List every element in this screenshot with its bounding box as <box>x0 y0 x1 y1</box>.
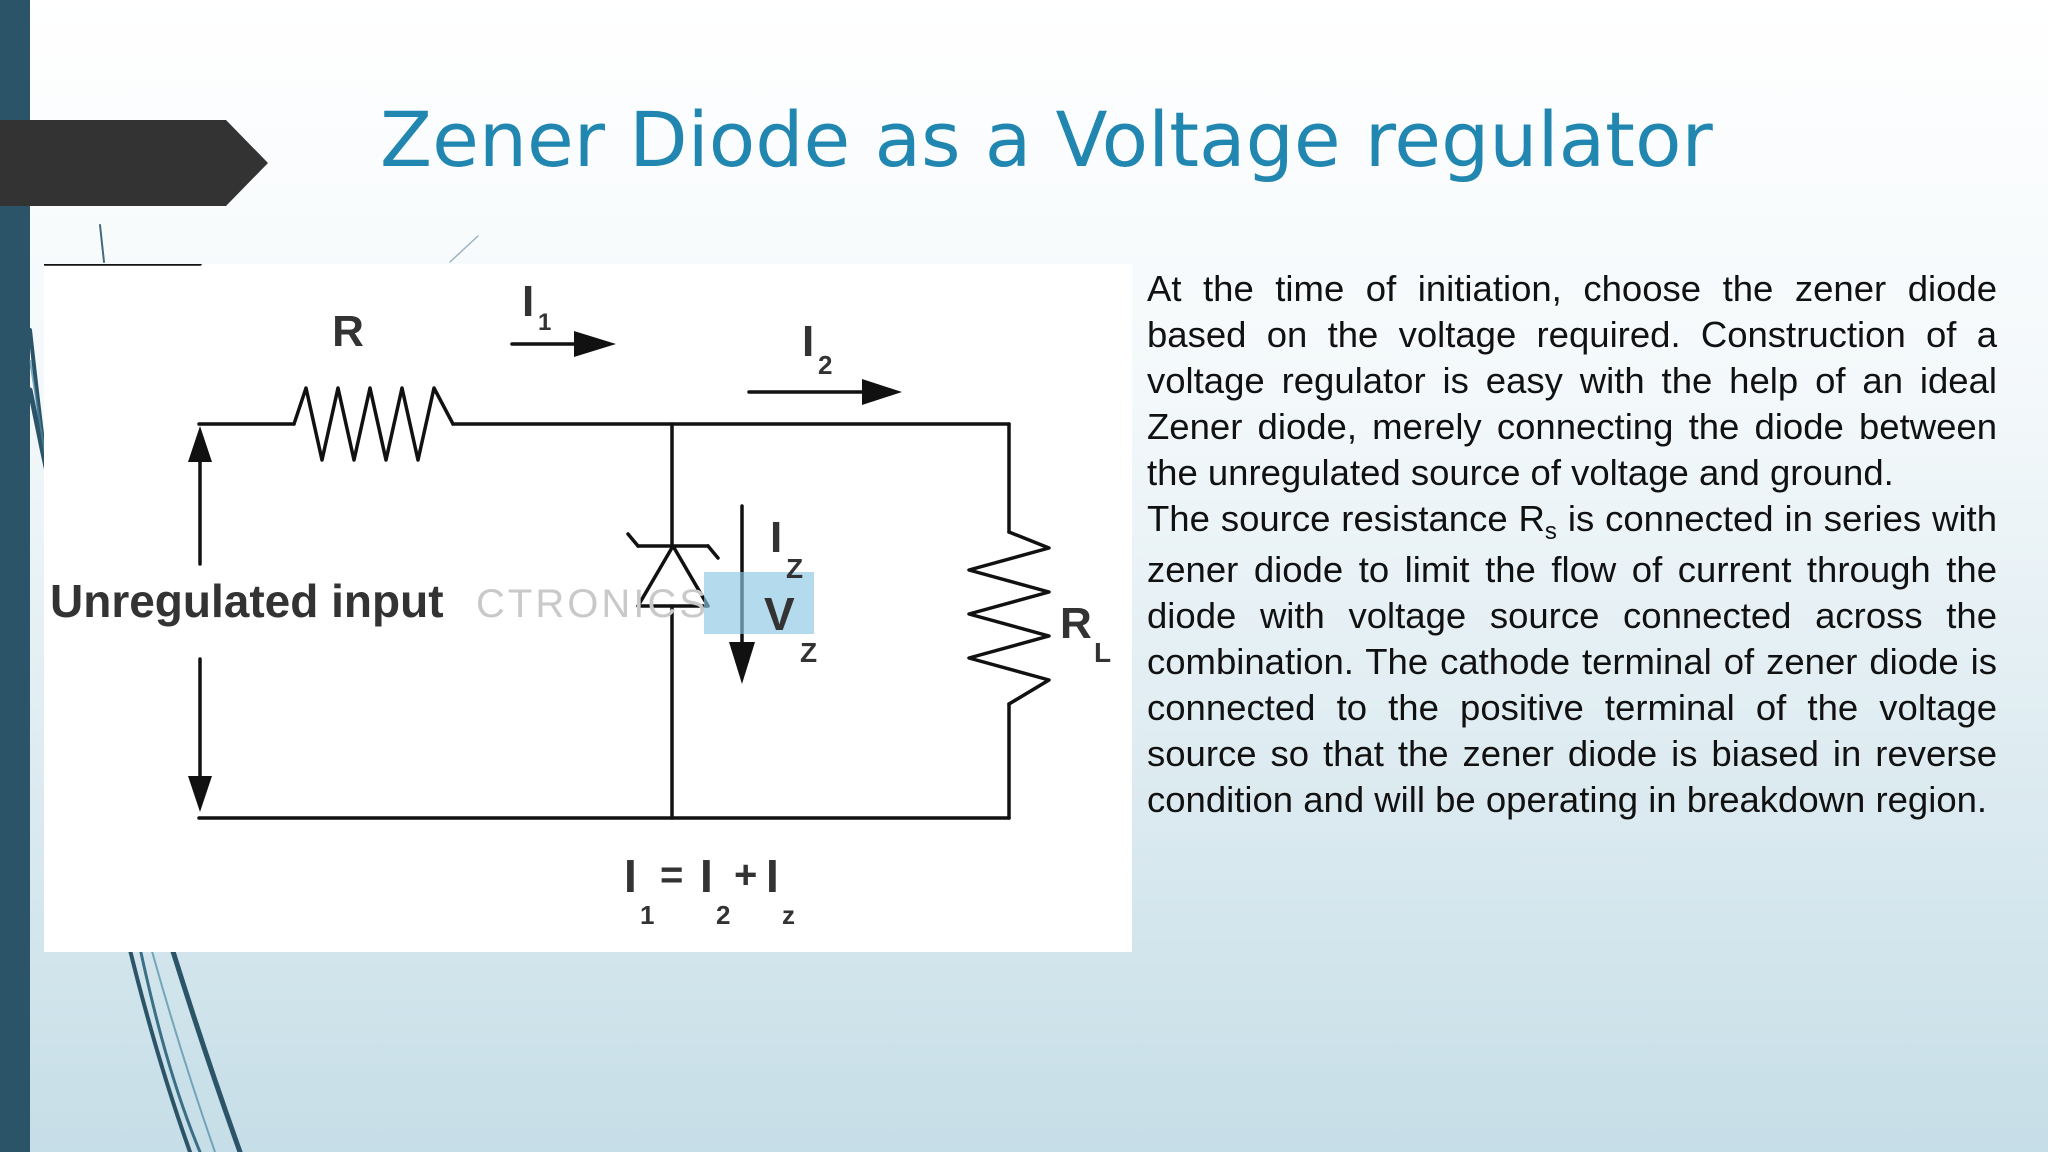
svg-text:2: 2 <box>716 900 730 930</box>
input-arrow-up-head <box>188 426 212 462</box>
label-i2: I <box>802 317 814 366</box>
svg-text:=: = <box>660 853 683 897</box>
body-text: At the time of initiation, choose the ze… <box>1147 266 1997 823</box>
slide-title: Zener Diode as a Voltage regulator <box>380 95 1713 184</box>
label-i1-sub: 1 <box>538 309 551 336</box>
label-i1: I <box>522 277 534 326</box>
label-unregulated-input: Unregulated input <box>50 575 444 627</box>
zener-bar-wing-left <box>626 532 640 548</box>
svg-text:I: I <box>624 850 637 902</box>
subscript-s: s <box>1544 518 1557 545</box>
label-vz: V <box>764 588 795 640</box>
paragraph-2: The source resistance Rs is connected in… <box>1147 498 1997 820</box>
title-arrow-shape <box>0 120 268 206</box>
i2-arrow-head <box>862 379 902 405</box>
label-iz: I <box>770 513 782 562</box>
zener-triangle <box>636 544 710 608</box>
label-r: R <box>332 307 364 356</box>
zener-bar-wing-right <box>706 544 720 560</box>
source-resistor <box>292 386 455 462</box>
i1-arrow-head <box>574 331 616 357</box>
svg-text:I: I <box>766 850 779 902</box>
label-i2-sub: 2 <box>818 350 832 380</box>
watermark-text: CTRONICS <box>476 582 709 626</box>
svg-text:1: 1 <box>640 900 654 930</box>
iz-arrow-head <box>729 642 755 684</box>
label-rl: R <box>1060 599 1092 648</box>
svg-text:I: I <box>700 850 713 902</box>
load-resistor <box>967 530 1051 706</box>
label-rl-sub: L <box>1094 637 1111 668</box>
label-vz-sub: Z <box>800 637 817 668</box>
watermark-highlight <box>704 572 814 634</box>
paragraph-1: At the time of initiation, choose the ze… <box>1147 268 1997 493</box>
label-iz-sub: Z <box>786 553 803 584</box>
current-equation: I 1 = I 2 + I z <box>624 850 795 930</box>
svg-text:z: z <box>782 900 795 930</box>
circuit-diagram: CTRONICS R I 1 I 2 I Z V Z R L Unregulat… <box>44 264 1132 952</box>
input-arrow-down-head <box>188 776 212 812</box>
svg-text:+: + <box>734 853 757 897</box>
